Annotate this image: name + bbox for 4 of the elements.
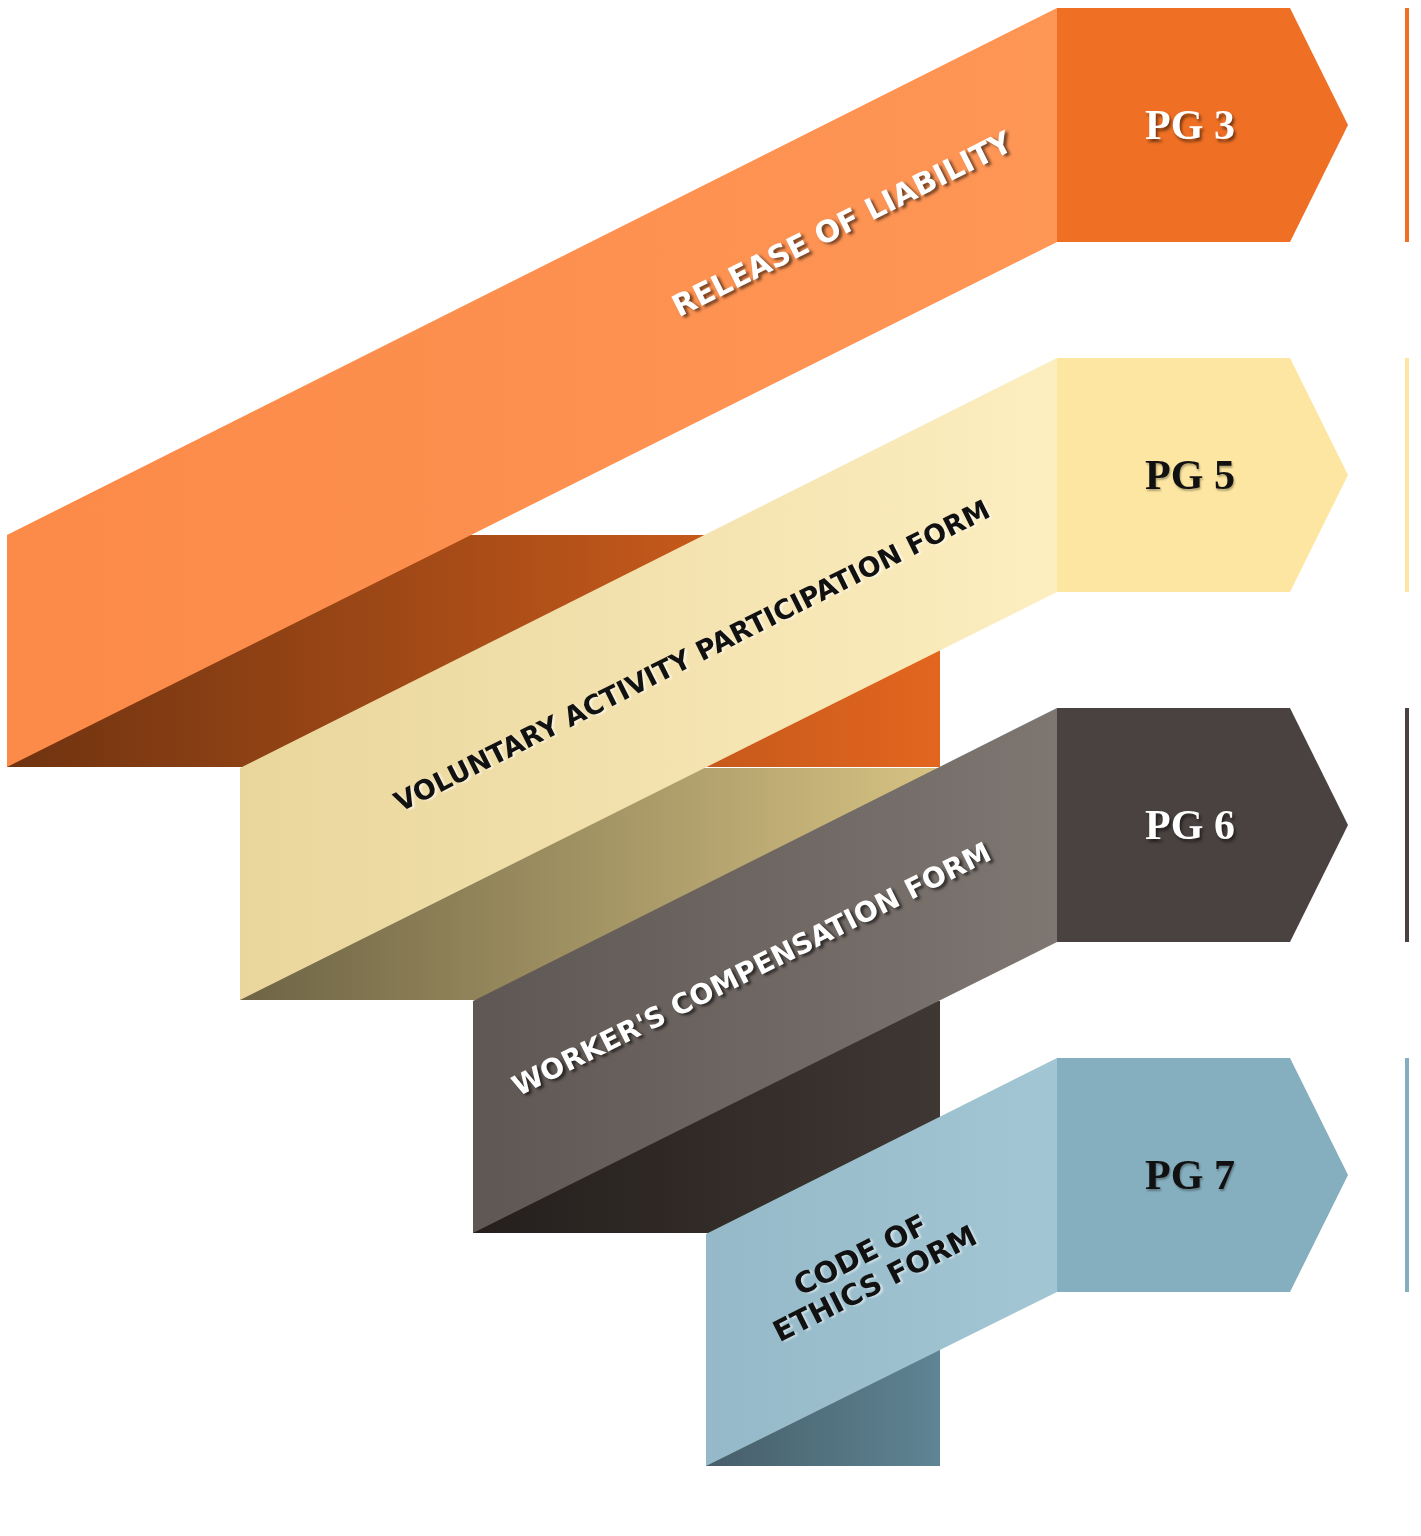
page-number: PG 3 (1145, 101, 1235, 149)
page-number: PG 7 (1145, 1151, 1235, 1199)
page-number: PG 5 (1145, 451, 1235, 499)
page-number: PG 6 (1145, 801, 1235, 849)
